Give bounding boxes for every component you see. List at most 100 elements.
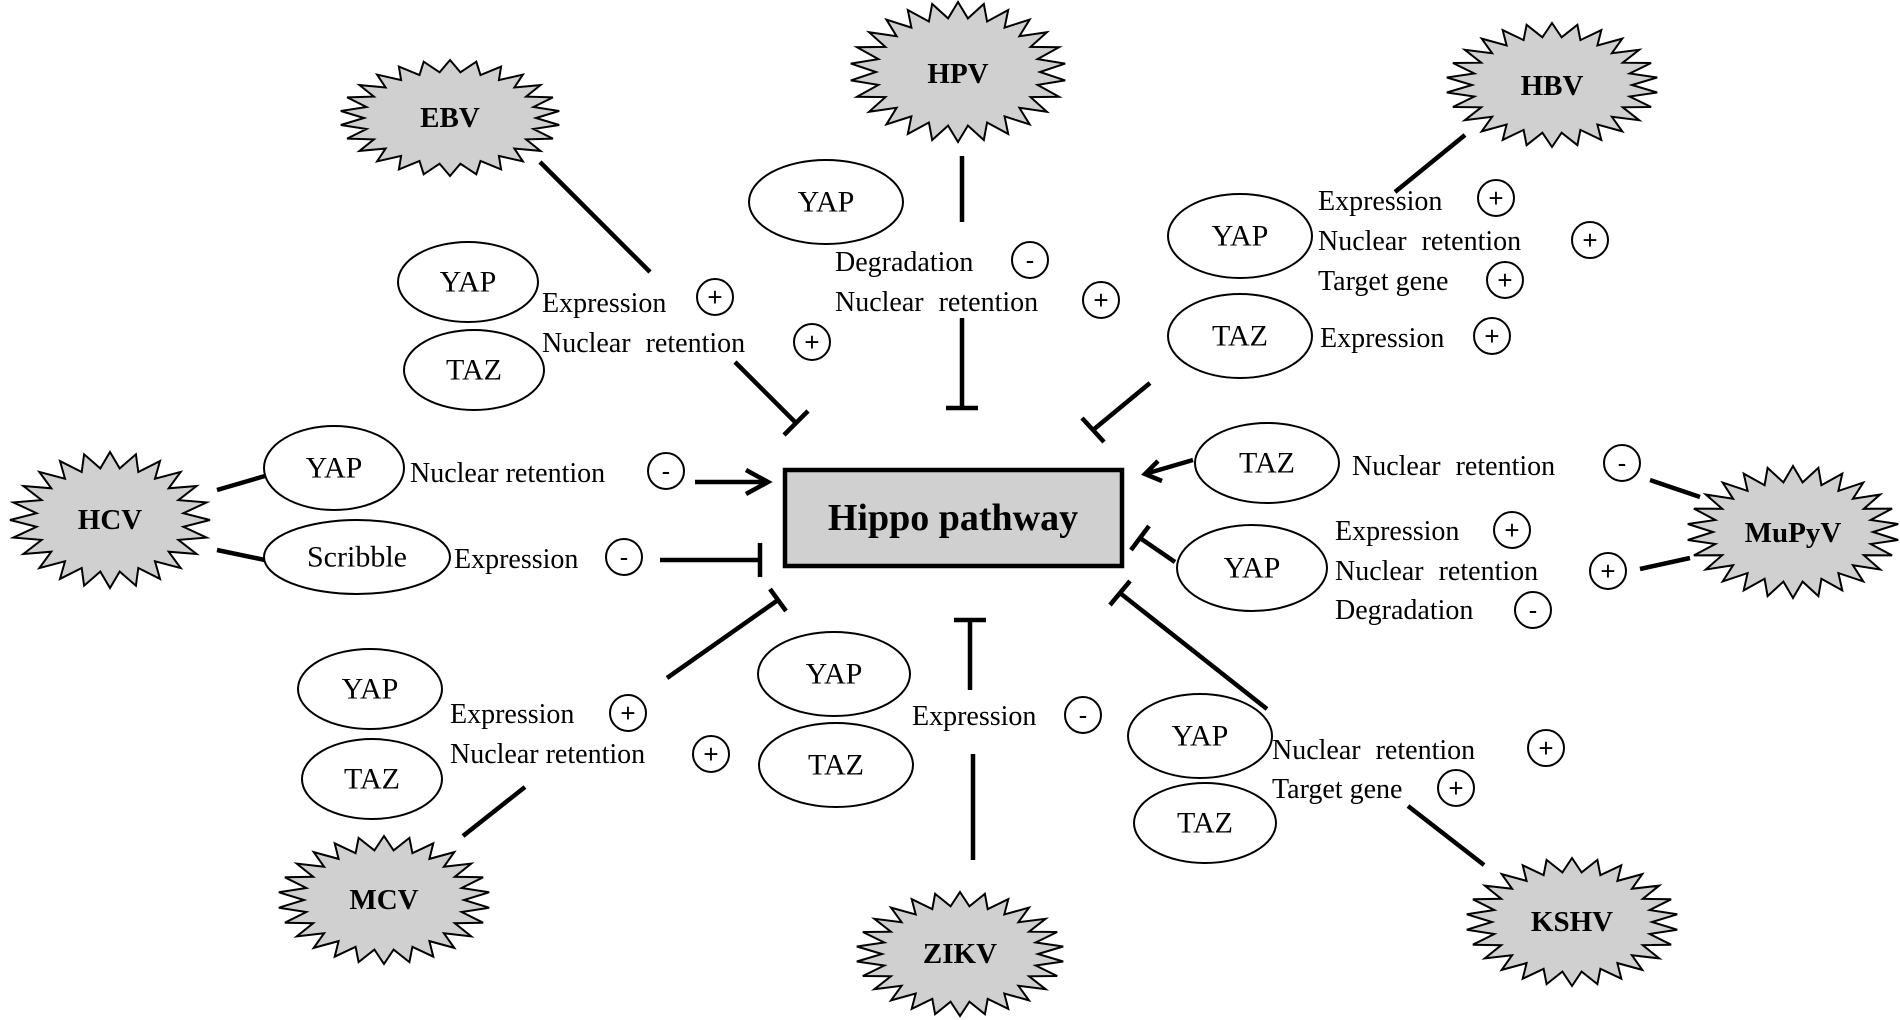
hcv-starburst	[9, 450, 211, 590]
kshv-yap-text: YAP	[1172, 720, 1229, 753]
hbv-taz-text: TAZ	[1212, 320, 1268, 353]
svg-text:-: -	[662, 456, 671, 486]
ebv-yap-node: YAP	[397, 241, 539, 323]
svg-text:-: -	[1618, 448, 1627, 478]
ebv-taz-text: TAZ	[446, 354, 502, 387]
mupyv-starburst	[1687, 464, 1899, 600]
zikv-yap-text: YAP	[806, 658, 863, 691]
hcv-yap-node: YAP	[263, 425, 405, 511]
mupyv-taz-nuclear-sign: -	[1603, 444, 1641, 482]
zikv-expression-sign: -	[1064, 696, 1102, 734]
zikv-taz-text: TAZ	[808, 749, 864, 782]
virus-hbv: HBV	[1446, 21, 1658, 149]
mupyv-arrow-head	[1141, 459, 1163, 484]
effect-signs: + + - + + + + + - - - + + - + + - + +	[605, 179, 1641, 807]
mcv-label: MCV	[349, 884, 418, 916]
hpv-nuclear-sign: +	[1082, 281, 1120, 319]
mcv-nuclear-sign: +	[692, 735, 730, 773]
zikv-taz-node: TAZ	[758, 722, 914, 808]
mupyv-inhibit-bar	[1129, 524, 1151, 552]
zikv-expression-label: Expression	[912, 701, 1036, 732]
svg-text:-: -	[1529, 595, 1538, 625]
mcv-taz-text: TAZ	[344, 763, 400, 796]
kshv-target-label: Target gene	[1272, 774, 1402, 805]
mupyv-expression-sign: +	[1493, 511, 1531, 549]
hbv-link-line	[1393, 133, 1467, 194]
mupyv-nuclear-label: Nuclear retention	[1335, 556, 1538, 587]
svg-text:+: +	[1538, 733, 1553, 763]
svg-text:+: +	[1497, 265, 1512, 295]
mcv-link-line	[461, 785, 527, 838]
kshv-target-sign: +	[1437, 769, 1475, 807]
hbv-expression-sign: +	[1477, 179, 1515, 217]
hbv-starburst	[1446, 21, 1658, 149]
hcv-arrow-head	[744, 468, 773, 496]
svg-text:+: +	[1448, 773, 1463, 803]
mcv-expression-sign: +	[609, 694, 647, 732]
svg-text:+: +	[703, 739, 718, 769]
hpv-starburst	[850, 0, 1066, 144]
hcv-scribble-text: Scribble	[307, 541, 407, 574]
svg-text:+: +	[1484, 321, 1499, 351]
hbv-yap-text: YAP	[1212, 220, 1269, 253]
hcv-scribble-node: Scribble	[263, 519, 451, 595]
ebv-starburst	[340, 58, 560, 178]
mupyv-arrow-line	[1144, 457, 1194, 477]
kshv-yap-node: YAP	[1127, 693, 1273, 779]
mupyv-nuclear-sign: +	[1589, 552, 1627, 590]
svg-text:+: +	[804, 327, 819, 357]
mcv-yap-text: YAP	[342, 673, 399, 706]
kshv-taz-node: TAZ	[1133, 782, 1277, 864]
hcv-yap-text: YAP	[306, 452, 363, 485]
kshv-starburst	[1466, 856, 1678, 988]
zikv-label: ZIKV	[923, 938, 997, 970]
zikv-starburst	[856, 890, 1064, 1018]
hcv-scribble-link	[216, 547, 266, 563]
mcv-yap-node: YAP	[297, 648, 443, 730]
mcv-expression-label: Expression	[450, 699, 574, 730]
hpv-degradation-label: Degradation	[835, 247, 973, 278]
svg-text:+: +	[1488, 183, 1503, 213]
ebv-label: EBV	[420, 102, 480, 134]
mcv-inhibit-bar	[768, 587, 788, 613]
mupyv-yap-text: YAP	[1224, 552, 1281, 585]
svg-text:+: +	[707, 282, 722, 312]
hbv-nuclear-label: Nuclear retention	[1318, 226, 1521, 257]
kshv-label: KSHV	[1531, 906, 1613, 938]
ebv-taz-node: TAZ	[403, 329, 545, 411]
virus-ebv: EBV	[340, 58, 560, 178]
mupyv-degradation-sign: -	[1514, 591, 1552, 629]
mupyv-yap-link	[1639, 555, 1691, 572]
ebv-inhibit-line	[538, 160, 652, 274]
mupyv-label: MuPyV	[1745, 517, 1842, 549]
svg-text:+: +	[1504, 515, 1519, 545]
connector-lines	[216, 133, 1701, 867]
mcv-nuclear-label: Nuclear retention	[450, 739, 645, 770]
hcv-nuclear-sign: -	[647, 452, 685, 490]
ebv-inhibit-line-lower	[733, 360, 798, 425]
svg-text:-: -	[1026, 245, 1035, 275]
hbv-target-label: Target gene	[1318, 266, 1448, 297]
hbv-inhibit-line	[1091, 381, 1152, 432]
hpv-label: HPV	[927, 58, 988, 90]
kshv-nuclear-sign: +	[1527, 729, 1565, 767]
ebv-inhibit-bar	[782, 409, 810, 437]
svg-text:-: -	[1079, 700, 1088, 730]
svg-text:+: +	[1600, 556, 1615, 586]
kshv-taz-text: TAZ	[1177, 807, 1233, 840]
svg-text:+: +	[1582, 225, 1597, 255]
mupyv-taz-nuclear-label: Nuclear retention	[1352, 451, 1555, 482]
virus-mupyv: MuPyV	[1687, 464, 1899, 600]
virus-mcv: MCV	[278, 834, 490, 966]
hcv-nuclear-label: Nuclear retention	[410, 458, 605, 489]
hbv-target-sign: +	[1486, 261, 1524, 299]
svg-text:+: +	[620, 698, 635, 728]
zikv-yap-node: YAP	[757, 631, 911, 717]
effect-labels: Expression Nuclear retention Degradation…	[410, 186, 1555, 805]
virus-hpv: HPV	[850, 0, 1066, 144]
hbv-expression-label: Expression	[1318, 186, 1442, 217]
mcv-taz-node: TAZ	[301, 738, 443, 820]
kshv-nuclear-label: Nuclear retention	[1272, 735, 1475, 766]
svg-text:+: +	[1093, 285, 1108, 315]
